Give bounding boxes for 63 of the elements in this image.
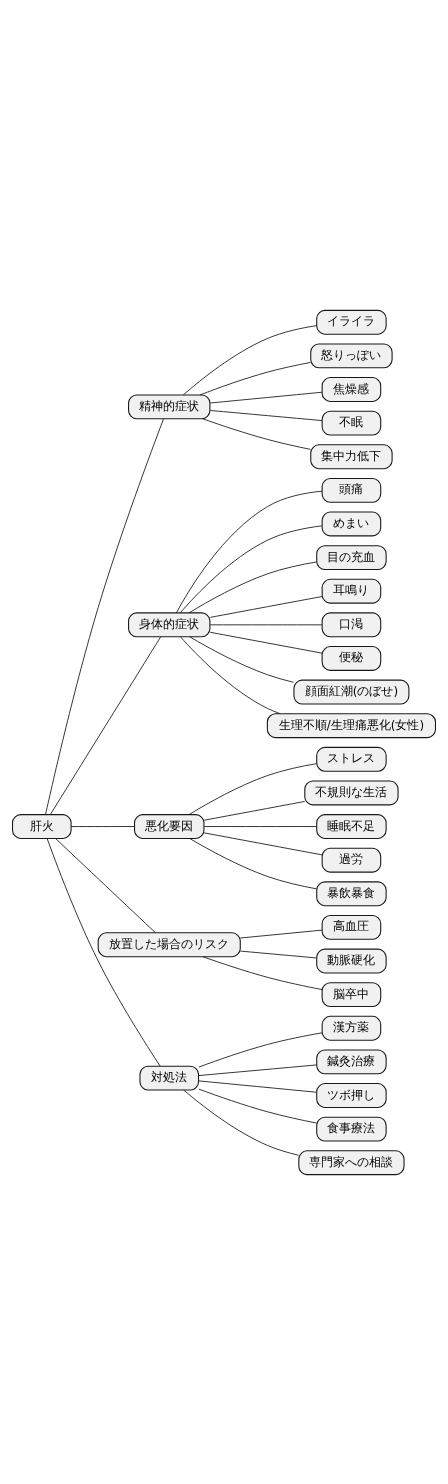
connector bbox=[183, 1089, 299, 1156]
node-box: ストレス bbox=[316, 746, 387, 772]
node-box: イライラ bbox=[316, 309, 387, 335]
connector bbox=[55, 837, 156, 933]
connector bbox=[209, 409, 323, 421]
node-box: 集中力低下 bbox=[310, 443, 393, 469]
connector bbox=[209, 623, 323, 625]
connector bbox=[176, 490, 323, 613]
connector bbox=[188, 561, 318, 613]
connector bbox=[46, 837, 161, 1067]
connector bbox=[198, 1079, 317, 1093]
node-box: 生理不順/生理痛悪化(女性) bbox=[266, 712, 436, 738]
node-box: 不眠 bbox=[321, 410, 382, 436]
node-box: 悪化要因 bbox=[134, 813, 205, 839]
connector bbox=[240, 929, 323, 938]
node-box: 肝火 bbox=[12, 813, 72, 839]
node-box: 目の充血 bbox=[316, 544, 387, 570]
connector bbox=[209, 391, 323, 403]
connector bbox=[182, 324, 318, 395]
node-box: 漢方薬 bbox=[321, 1015, 382, 1041]
connector bbox=[203, 831, 323, 855]
node-box: 動脈硬化 bbox=[316, 948, 387, 973]
node-box: 耳鳴り bbox=[321, 578, 382, 604]
connector bbox=[45, 418, 164, 815]
node-box: 暴飲暴食 bbox=[316, 880, 387, 906]
node-box: 脳卒中 bbox=[321, 981, 382, 1007]
connector bbox=[202, 417, 311, 450]
connector bbox=[49, 636, 161, 815]
connector bbox=[209, 595, 323, 618]
connector bbox=[188, 762, 318, 815]
connector bbox=[240, 950, 317, 958]
connector bbox=[203, 825, 318, 827]
node-box: 過労 bbox=[321, 847, 382, 873]
connector bbox=[180, 636, 281, 714]
node-box: 食事療法 bbox=[316, 1116, 387, 1142]
node-box: 便秘 bbox=[321, 645, 382, 671]
node-box: 焦燥感 bbox=[321, 376, 382, 402]
node-box: 対処法 bbox=[139, 1065, 200, 1091]
node-box: 専門家への相談 bbox=[298, 1149, 405, 1175]
node-box: 睡眠不足 bbox=[316, 813, 387, 839]
connector bbox=[70, 825, 135, 827]
connector bbox=[199, 361, 311, 395]
node-box: 頭痛 bbox=[321, 477, 382, 503]
connector bbox=[189, 635, 294, 683]
connector bbox=[202, 955, 323, 990]
connector bbox=[198, 1031, 323, 1067]
connector bbox=[203, 800, 306, 821]
node-box: 怒りっぽい bbox=[310, 342, 393, 368]
connector bbox=[189, 837, 318, 889]
node-box: 身体的症状 bbox=[128, 611, 211, 637]
node-box: めまい bbox=[321, 511, 382, 536]
node-box: 放置した場合のリスク bbox=[97, 931, 241, 957]
connector bbox=[179, 524, 323, 613]
connector bbox=[209, 631, 323, 654]
node-box: 精神的症状 bbox=[128, 393, 211, 419]
node-box: ツボ押し bbox=[316, 1082, 387, 1108]
node-box: 顔面紅潮(のぼせ) bbox=[293, 679, 410, 705]
node-box: 鍼灸治療 bbox=[316, 1048, 387, 1074]
node-box: 高血圧 bbox=[321, 914, 382, 940]
node-box: 不規則な生活 bbox=[304, 779, 399, 805]
connector bbox=[198, 1088, 318, 1123]
connector bbox=[198, 1064, 317, 1076]
node-box: 口渇 bbox=[321, 611, 382, 637]
